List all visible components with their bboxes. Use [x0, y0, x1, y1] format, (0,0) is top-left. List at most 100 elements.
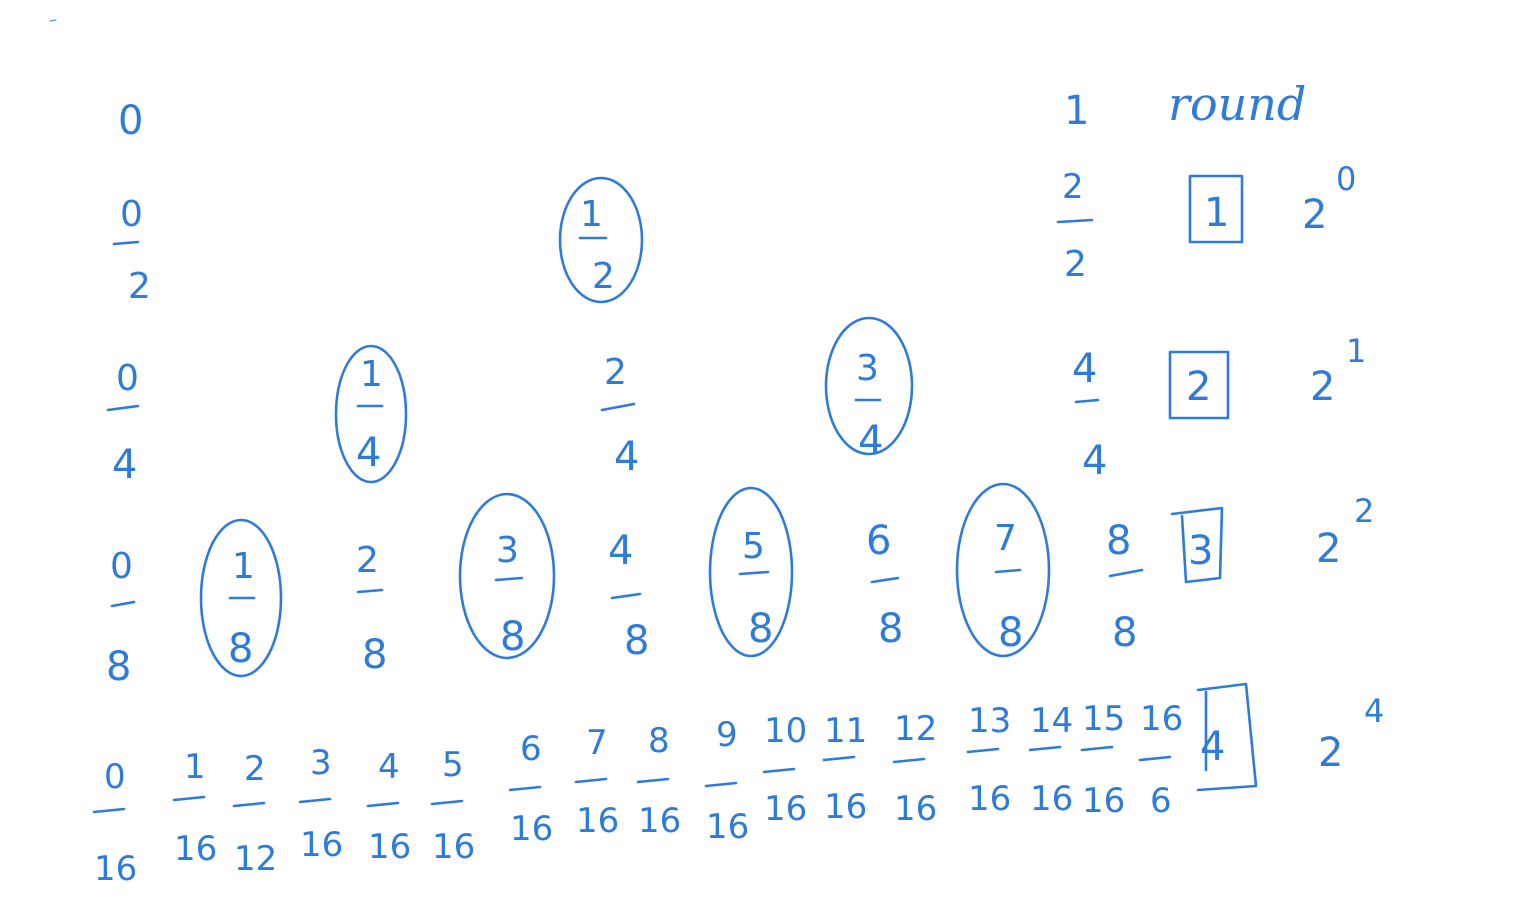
- fraction-numerator: 8: [1106, 518, 1131, 564]
- fraction-numerator: 1: [580, 194, 603, 235]
- top-row-right-value: 1: [1064, 88, 1089, 134]
- row-quarters: 0 4 1 4 2 4 3 4 4 4 2: [106, 316, 1366, 488]
- fraction-denominator: 8: [624, 618, 649, 664]
- fraction-6-16: 616: [508, 729, 553, 849]
- fraction-numerator: 3: [496, 530, 519, 571]
- fraction-5-16: 516: [430, 745, 475, 867]
- fraction-denominator: 16: [764, 789, 807, 829]
- fraction-denominator: 8: [362, 632, 387, 678]
- fraction-denominator: 8: [998, 610, 1023, 656]
- fraction-3-4: 3 4: [824, 316, 914, 464]
- fraction-denominator: 16: [968, 779, 1011, 819]
- fraction-bar: [232, 801, 266, 808]
- fraction-numerator: 7: [994, 518, 1017, 559]
- fraction-numerator: 12: [894, 709, 937, 749]
- round-box-1: 1: [1188, 174, 1244, 244]
- fraction-0-16: 016: [92, 757, 137, 889]
- fraction-4-4: 4 4: [1072, 346, 1107, 484]
- fraction-denominator: 16: [300, 825, 343, 865]
- fraction-numerator: 4: [1072, 346, 1097, 392]
- fraction-numerator: 4: [608, 528, 633, 574]
- fraction-bar: [762, 767, 796, 774]
- circle-marker: [708, 486, 794, 658]
- fraction-denominator: 16: [824, 787, 867, 827]
- fraction-denominator: 16: [432, 827, 475, 867]
- fraction-3-8: 3 8: [458, 492, 556, 660]
- fraction-denominator: 6: [1150, 781, 1172, 821]
- fraction-bar: [994, 568, 1022, 574]
- fraction-bar: [494, 576, 524, 582]
- fraction-denominator: 16: [368, 827, 411, 867]
- fraction-numerator: 2: [604, 352, 627, 393]
- stray-mark: [49, 19, 57, 22]
- round-box-4: 4: [1196, 682, 1258, 792]
- power-base: 2: [1310, 364, 1335, 410]
- fraction-bar: [298, 797, 332, 804]
- fraction-numerator: 5: [742, 526, 765, 567]
- power-base: 2: [1302, 192, 1327, 238]
- fraction-numerator: 0: [120, 194, 143, 235]
- round-box-2: 2: [1168, 350, 1230, 420]
- fraction-bar: [106, 404, 140, 412]
- fraction-bar: [610, 592, 642, 600]
- power-2-4: 2 4: [1318, 692, 1384, 776]
- fraction-denominator: 4: [858, 418, 883, 464]
- round-box: [1170, 506, 1224, 584]
- fraction-denominator: 8: [1112, 610, 1137, 656]
- fraction-denominator: 16: [174, 829, 217, 869]
- fraction-denominator: 2: [592, 256, 615, 297]
- row-sixteenths: 0161162123164165166167168169161016111612…: [92, 699, 1183, 889]
- fraction-denominator: 16: [638, 801, 681, 841]
- fraction-numerator: 0: [110, 546, 133, 587]
- power-base: 2: [1318, 730, 1343, 776]
- fraction-denominator: 8: [878, 606, 903, 652]
- fraction-denominator: 16: [706, 807, 749, 847]
- fraction-denominator: 2: [1064, 244, 1087, 285]
- round-box: [1168, 350, 1230, 420]
- fraction-numerator: 3: [310, 743, 332, 783]
- round-number: 4: [1200, 724, 1225, 770]
- fraction-0-4: 0 4: [106, 358, 140, 488]
- circle-marker: [824, 316, 914, 456]
- round-number: 3: [1188, 528, 1213, 574]
- fraction-denominator: 8: [748, 606, 773, 652]
- round-number: 2: [1186, 364, 1211, 410]
- fraction-bar: [574, 777, 608, 784]
- fraction-bar: [966, 747, 1000, 754]
- fraction-bar: [1074, 398, 1100, 404]
- fraction-bar: [704, 781, 738, 788]
- round-heading: round: [1168, 77, 1306, 131]
- fraction-7-8: 7 8: [955, 482, 1051, 658]
- round-box: [1188, 174, 1244, 244]
- fraction-9-16: 916: [704, 715, 749, 847]
- fraction-denominator: 4: [112, 442, 137, 488]
- fraction-bar: [1080, 745, 1114, 752]
- fraction-numerator: 3: [856, 348, 879, 389]
- row-halves: 0 2 1 2 2 2 1 2 0: [112, 160, 1356, 307]
- fraction-bar: [1138, 755, 1172, 762]
- fraction-bar: [112, 240, 140, 246]
- fraction-denominator: 8: [106, 644, 131, 690]
- round-box-3: 3: [1170, 506, 1224, 584]
- fraction-denominator: 16: [94, 849, 137, 889]
- fraction-8-8: 8 8: [1106, 518, 1144, 656]
- power-exponent: 4: [1364, 692, 1384, 730]
- fraction-denominator: 4: [356, 430, 381, 476]
- fraction-numerator: 11: [824, 711, 867, 751]
- fraction-bar: [1056, 218, 1094, 224]
- fraction-3-16: 3 16: [298, 743, 343, 865]
- power-exponent: 2: [1354, 492, 1374, 530]
- fraction-0-2: 0 2: [112, 194, 151, 307]
- fraction-bar: [822, 755, 856, 762]
- fraction-numerator: 2: [1062, 167, 1084, 207]
- fraction-numerator: 6: [866, 518, 891, 564]
- fraction-6-8: 6 8: [866, 518, 903, 652]
- power-exponent: 0: [1336, 160, 1356, 198]
- fraction-bar: [110, 600, 136, 608]
- fraction-denominator: 2: [128, 266, 151, 307]
- fraction-11-16: 11 16: [822, 711, 867, 827]
